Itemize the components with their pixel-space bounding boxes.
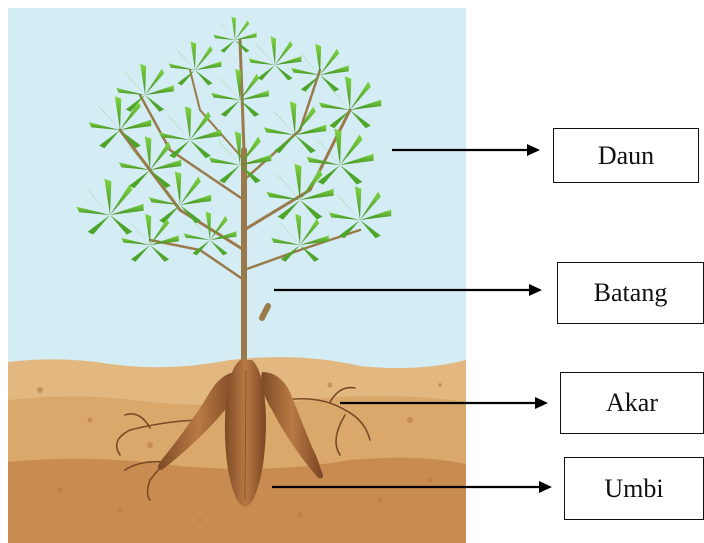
label-batang-text: Batang: [594, 278, 668, 308]
sky-background: [8, 8, 466, 368]
label-daun: Daun: [553, 128, 699, 183]
label-akar-text: Akar: [606, 388, 658, 418]
label-akar: Akar: [560, 372, 704, 434]
label-umbi-text: Umbi: [604, 474, 663, 504]
label-daun-text: Daun: [598, 141, 654, 171]
label-umbi: Umbi: [564, 457, 704, 520]
label-batang: Batang: [557, 262, 704, 324]
